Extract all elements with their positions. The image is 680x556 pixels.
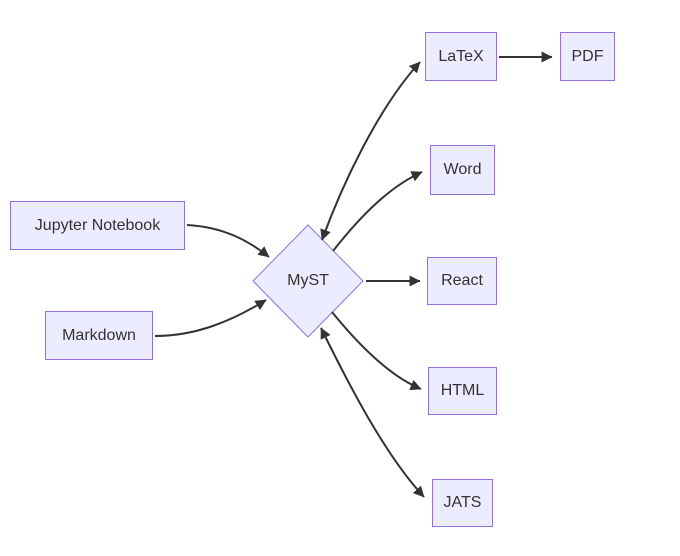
node-react-label: React xyxy=(441,272,483,289)
edge-myst-to-word xyxy=(332,171,423,252)
edge-myst-latex-bidirectional xyxy=(320,61,421,241)
node-markdown-label: Markdown xyxy=(62,326,136,344)
node-latex: LaTeX xyxy=(425,32,497,81)
node-word-label: Word xyxy=(443,161,482,178)
node-word: Word xyxy=(430,145,495,195)
node-html: HTML xyxy=(428,367,497,415)
node-markdown: Markdown xyxy=(45,311,153,360)
node-jats-label: JATS xyxy=(443,494,482,511)
edge-myst-jats-bidirectional xyxy=(320,327,425,498)
node-myst-shape xyxy=(252,224,364,338)
node-jupyter-notebook-label: Jupyter Notebook xyxy=(34,216,161,234)
edge-markdown-to-myst xyxy=(154,299,267,337)
node-react: React xyxy=(427,257,497,305)
node-latex-label: LaTeX xyxy=(438,47,484,65)
node-jupyter-notebook: Jupyter Notebook xyxy=(10,201,185,250)
node-pdf: PDF xyxy=(560,32,615,81)
edge-jupyter-notebook-to-myst xyxy=(186,224,270,258)
node-html-label: HTML xyxy=(440,382,485,399)
node-pdf-label: PDF xyxy=(571,47,604,65)
node-jats: JATS xyxy=(432,479,493,527)
